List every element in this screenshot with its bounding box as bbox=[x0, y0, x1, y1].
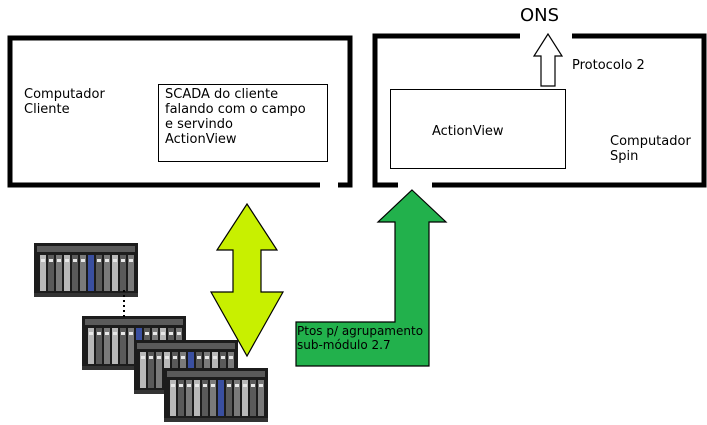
scada-box: SCADA do cliente falando com o campo e s… bbox=[158, 84, 328, 162]
protocol-label: Protocolo 2 bbox=[572, 58, 645, 73]
client-computer-frame bbox=[7, 35, 353, 188]
spin-computer-frame bbox=[372, 33, 707, 188]
actionview-box: ActionView bbox=[390, 89, 566, 169]
plc-rack-1 bbox=[34, 243, 138, 297]
spin-computer-label: Computador Spin bbox=[610, 134, 691, 164]
ons-label: ONS bbox=[520, 5, 560, 26]
lime-double-arrow bbox=[209, 202, 285, 358]
actionview-label: ActionView bbox=[432, 124, 504, 139]
green-arrow-label: Ptos p/ agrupamento sub-módulo 2.7 bbox=[297, 324, 424, 352]
protocol-up-arrow bbox=[532, 32, 564, 87]
plc-rack-4 bbox=[164, 368, 268, 422]
client-computer-label: Computador Cliente bbox=[24, 87, 105, 117]
green-bent-arrow bbox=[295, 189, 448, 367]
